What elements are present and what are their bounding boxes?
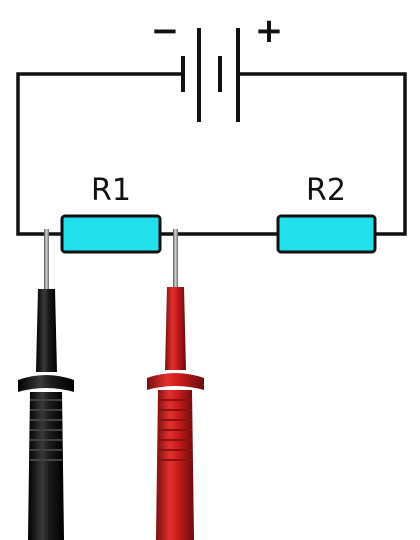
red-probe-shaft xyxy=(165,287,186,370)
resistor-r2-body xyxy=(276,214,377,254)
black-probe[interactable] xyxy=(18,229,74,540)
black-probe-guard xyxy=(18,375,74,392)
battery-plus-label: + xyxy=(255,11,284,51)
red-probe-guard xyxy=(147,373,204,390)
battery xyxy=(181,28,240,122)
wire-left xyxy=(16,72,183,236)
black-probe-grip xyxy=(30,399,62,461)
red-probe-handle xyxy=(156,390,194,540)
resistor-r1-body xyxy=(60,214,162,254)
red-probe-grip xyxy=(158,399,192,461)
black-probe-tip xyxy=(44,229,49,289)
wire-loop xyxy=(16,72,407,236)
resistor-r2: R2 xyxy=(276,173,377,254)
wire-right xyxy=(236,72,407,236)
black-probe-handle xyxy=(28,392,64,540)
battery-minus-label: − xyxy=(151,11,180,51)
resistor-r1-label: R1 xyxy=(91,173,131,208)
resistor-r2-label: R2 xyxy=(306,173,346,208)
resistor-r1: R1 xyxy=(60,173,162,254)
black-probe-shaft xyxy=(36,289,57,372)
red-probe[interactable] xyxy=(147,229,204,540)
red-probe-tip xyxy=(173,229,178,287)
